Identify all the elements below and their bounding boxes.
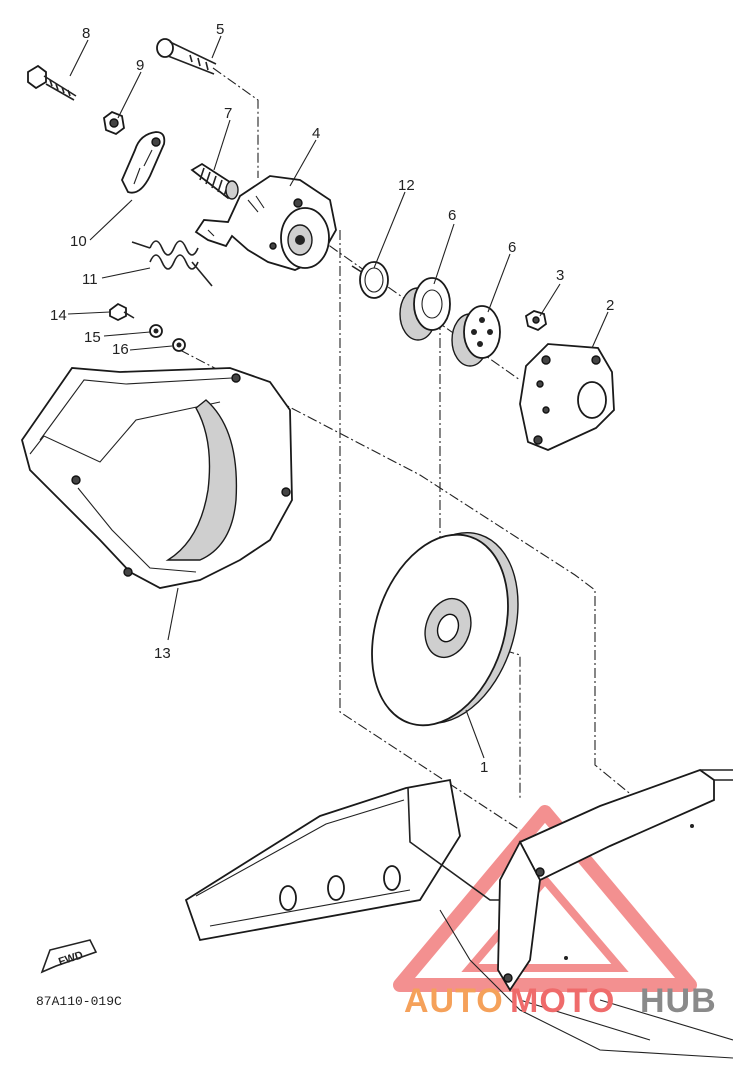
callout-12: 12 <box>398 177 415 194</box>
callout-9: 9 <box>136 57 144 74</box>
pin-part-12 <box>351 261 389 299</box>
callout-15: 15 <box>84 329 101 346</box>
bolt-part-8 <box>27 64 77 101</box>
cover-part-13 <box>21 367 293 589</box>
adjuster-part-7 <box>190 162 239 200</box>
bracket-part-2 <box>519 343 615 451</box>
nut-part-9 <box>103 110 125 136</box>
callout-6a: 6 <box>448 207 456 224</box>
fwd-arrow: FWD <box>40 939 98 974</box>
watermark-part3: HUB <box>640 982 717 1020</box>
callout-2: 2 <box>606 297 614 314</box>
lever-part-10 <box>121 131 166 194</box>
callout-3: 3 <box>556 267 564 284</box>
watermark-part1: AUTO <box>404 982 504 1020</box>
housing-part-4 <box>194 175 337 271</box>
bushing-part-6-left <box>399 277 451 341</box>
callout-4: 4 <box>312 125 320 142</box>
callout-labels: 1 2 3 4 5 6 6 7 8 9 10 11 12 13 14 15 16 <box>50 21 614 776</box>
callout-6b: 6 <box>508 239 516 256</box>
callout-14: 14 <box>50 307 67 324</box>
watermark-part2: MOTO <box>510 982 615 1020</box>
spring-part-11 <box>131 240 213 287</box>
bolt-part-14 <box>109 302 135 322</box>
callout-13: 13 <box>154 645 171 662</box>
callout-7: 7 <box>224 105 232 122</box>
pulley-part-1 <box>371 532 519 727</box>
drawing-code: 87A110-019C <box>36 994 122 1009</box>
frame <box>184 768 733 1059</box>
watermark-text: AUTO MOTO HUB <box>404 982 717 1020</box>
washer-part-16 <box>172 338 186 352</box>
bearing-part-6-right <box>451 305 501 367</box>
callout-11: 11 <box>82 271 98 288</box>
bolt-part-5 <box>156 38 217 75</box>
washer-part-15 <box>149 324 163 338</box>
callout-5: 5 <box>216 21 224 38</box>
callout-10: 10 <box>70 233 87 250</box>
nut-part-3 <box>524 310 547 332</box>
leader-lines <box>67 35 609 759</box>
callout-8: 8 <box>82 25 90 42</box>
callout-1: 1 <box>480 759 488 776</box>
callout-16: 16 <box>112 341 129 358</box>
